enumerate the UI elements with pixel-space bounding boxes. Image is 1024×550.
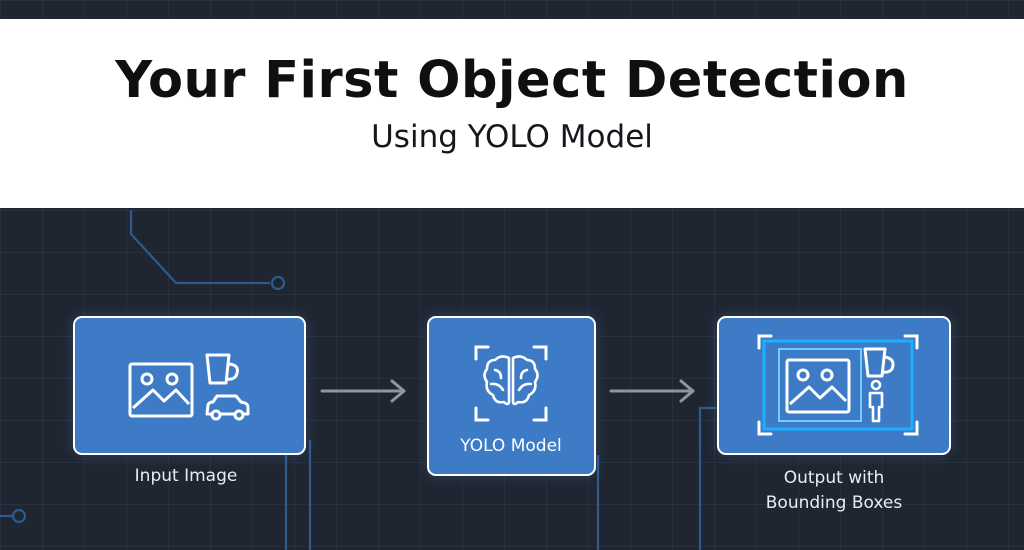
image-icon [128, 362, 194, 418]
image-icon [785, 358, 851, 414]
car-icon [205, 394, 250, 421]
focus-frame-icon [474, 345, 548, 422]
arrow-right-icon [609, 379, 695, 403]
yolo-model-label: YOLO Model [460, 436, 562, 456]
output-label-line1: Output with [783, 468, 885, 488]
bounding-box-icon [762, 339, 914, 431]
title-banner: Your First Object Detection Using YOLO M… [0, 19, 1024, 208]
page-title: Your First Object Detection [115, 51, 909, 110]
output-card [717, 316, 951, 455]
input-image-label: Input Image [134, 466, 238, 486]
brain-icon [483, 355, 539, 406]
output-label: Output with Bounding Boxes [717, 466, 951, 516]
page-subtitle: Using YOLO Model [371, 119, 653, 155]
arrow-right-icon [320, 379, 406, 403]
input-image-card [73, 316, 306, 455]
mug-icon [863, 347, 895, 378]
mug-icon [205, 353, 239, 385]
yolo-model-card: YOLO Model [427, 316, 596, 476]
output-label-line2: Bounding Boxes [765, 493, 903, 513]
person-icon [868, 379, 884, 423]
